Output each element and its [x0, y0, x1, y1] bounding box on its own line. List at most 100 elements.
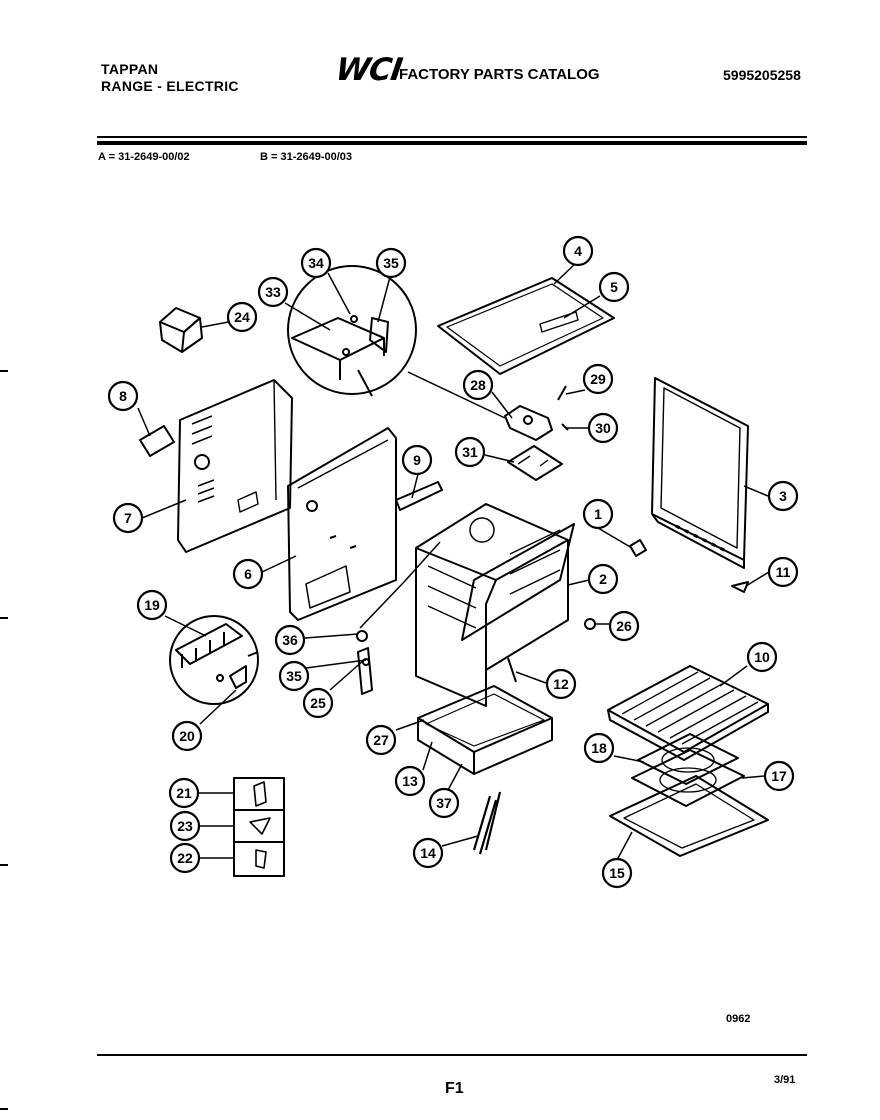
callout-label: 31 — [462, 444, 478, 460]
callout-label: 21 — [176, 785, 192, 801]
callout-11: 11 — [767, 556, 799, 588]
callout-label: 17 — [771, 768, 787, 784]
callout-label: 5 — [610, 279, 618, 295]
callout-label: 28 — [470, 377, 486, 393]
brand-name: TAPPAN — [101, 61, 159, 77]
callout-label: 36 — [282, 632, 298, 648]
detail-circle-bracket — [287, 265, 506, 419]
callout-label: 27 — [373, 732, 389, 748]
margin-tick — [0, 370, 8, 372]
callout-label: 20 — [179, 728, 195, 744]
part-pin-12 — [507, 657, 517, 683]
callout-label: 18 — [591, 740, 607, 756]
model-b: B = 31-2649-00/03 — [260, 151, 353, 163]
callout-label: 15 — [609, 865, 625, 881]
callout-label: 8 — [119, 388, 127, 404]
callout-label: 24 — [234, 309, 250, 325]
callout-31: 31 — [454, 436, 486, 468]
model-a: A = 31-2649-00/02 — [98, 151, 190, 163]
callout-label: 2 — [599, 571, 607, 587]
catalog-number: 5995205258 — [723, 67, 801, 83]
callout-label: 30 — [595, 420, 611, 436]
catalog-title: FACTORY PARTS CATALOG — [399, 66, 600, 83]
part-small-set-26 — [356, 630, 373, 695]
leader-lines — [137, 261, 770, 861]
margin-tick — [0, 864, 8, 866]
callout-36: 36 — [274, 624, 306, 656]
detail-circle-terminal — [169, 615, 259, 705]
callout-label: 13 — [402, 773, 418, 789]
callout-22: 22 — [169, 842, 201, 874]
callout-20: 20 — [171, 720, 203, 752]
part-back-panel-7 — [177, 379, 293, 553]
part-drawer-25 — [417, 685, 553, 775]
callout-35: 35 — [278, 660, 310, 692]
margin-tick — [0, 617, 8, 619]
callout-5: 5 — [598, 271, 630, 303]
part-oven-body-2 — [415, 503, 575, 707]
callout-34: 35 — [375, 247, 407, 279]
callout-label: 22 — [177, 850, 193, 866]
callout-label: 23 — [177, 818, 193, 834]
callout-18: 18 — [583, 732, 615, 764]
part-bar-9 — [395, 481, 443, 511]
callout-label: 7 — [124, 510, 132, 526]
callout-label: 6 — [244, 566, 252, 582]
part-side-panel-3 — [651, 377, 749, 569]
callout-label: 9 — [413, 452, 421, 468]
part-rods-14 — [472, 791, 502, 855]
callout-33: 34 — [300, 247, 332, 279]
part-bracket-24 — [159, 307, 203, 353]
callout-label: 10 — [754, 649, 770, 665]
callout-13: 13 — [394, 765, 426, 797]
callout-6: 6 — [232, 558, 264, 590]
callout-10: 10 — [746, 641, 778, 673]
callout-7: 7 — [112, 502, 144, 534]
part-switch-28 — [504, 385, 569, 441]
callout-14: 14 — [412, 837, 444, 869]
part-27 — [584, 618, 596, 630]
catalog-date: 3/91 — [774, 1074, 796, 1086]
callout-25: 27 — [365, 724, 397, 756]
callout-label: 14 — [420, 845, 436, 861]
callout-4: 4 — [562, 235, 594, 267]
footer-rule — [97, 1054, 807, 1056]
callout-37: 37 — [428, 787, 460, 819]
margin-tick — [0, 1108, 8, 1110]
part-door-15 — [609, 775, 769, 857]
part-element-18 — [637, 733, 739, 785]
callout-label: 4 — [574, 243, 582, 259]
part-knob-1 — [629, 539, 647, 557]
callout-label: 25 — [310, 695, 326, 711]
part-foot-11 — [731, 581, 749, 593]
callout-label: 37 — [436, 795, 452, 811]
callout-label: 35 — [286, 668, 302, 684]
callout-23: 23 — [169, 810, 201, 842]
callout-17: 17 — [763, 760, 795, 792]
callout-2: 2 — [587, 563, 619, 595]
callout-label: 12 — [553, 676, 569, 692]
callout-label: 33 — [265, 284, 281, 300]
page-label: F1 — [445, 1080, 464, 1097]
callout-8: 8 — [107, 380, 139, 412]
callout-28: 28 — [462, 369, 494, 401]
header-rule-thin — [97, 136, 807, 138]
part-rear-panel-6 — [287, 427, 397, 621]
callout-12: 12 — [545, 668, 577, 700]
callout-label: 11 — [776, 564, 791, 580]
callout-21: 21 — [168, 777, 200, 809]
part-plate-31 — [507, 445, 563, 481]
callout-label: 1 — [594, 506, 602, 522]
hardware-legend-box — [233, 777, 285, 877]
drawing-code: 0962 — [726, 1013, 751, 1025]
part-pad-8 — [139, 425, 175, 457]
callout-label: 34 — [308, 255, 324, 271]
part-top-panel-4 — [437, 277, 615, 375]
callout-3: 3 — [767, 480, 799, 512]
callout-29: 29 — [582, 363, 614, 395]
part-rack-10 — [607, 665, 769, 761]
callout-32: 33 — [257, 276, 289, 308]
callout-24: 24 — [226, 301, 258, 333]
callout-9: 9 — [401, 444, 433, 476]
